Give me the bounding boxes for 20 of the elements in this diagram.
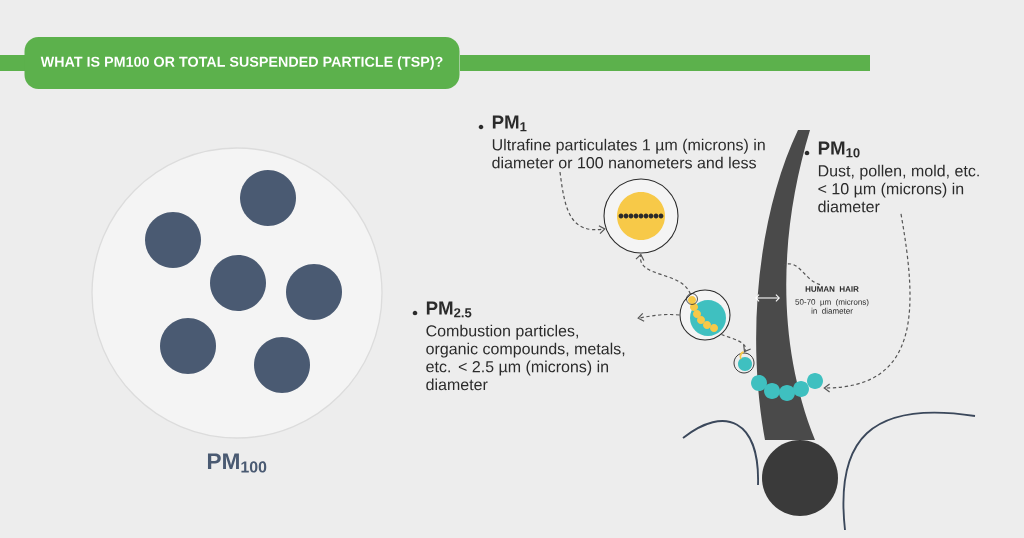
particle-chain-drawing	[751, 373, 823, 401]
description: Combustion particles, organic compounds, metals, etc. < 2.5 µm (microns) in diameter	[426, 324, 625, 391]
leader-line	[783, 263, 821, 286]
description: Dust, pollen, mold, etc. < 10 µm (microns) in diameter	[818, 164, 979, 213]
description: Ultrafine particulates 1 µm (microns) in diameter or 100 nanometers and less	[492, 138, 765, 169]
arrow	[720, 333, 752, 353]
arrow	[637, 312, 681, 322]
title-banner: WHAT IS PM100 OR TOTAL SUSPENDED PARTICLE (TSP)?	[24, 37, 460, 89]
size-label: PM$_{100}$	[207, 453, 267, 473]
description: 50-70 µm (microns) in diameter	[795, 298, 869, 314]
heading: PM$_{10}$	[818, 141, 860, 158]
heading: HUMAN HAIR	[805, 286, 859, 292]
arrow	[559, 171, 606, 235]
heading: PM$_{2.5}$	[426, 301, 472, 318]
particle-drawing	[733, 350, 755, 374]
particle-drawing	[679, 289, 731, 341]
arrow	[823, 213, 911, 393]
particle-drawing	[603, 178, 679, 254]
heading: PM$_{1}$	[492, 115, 527, 132]
arrow	[635, 253, 691, 295]
